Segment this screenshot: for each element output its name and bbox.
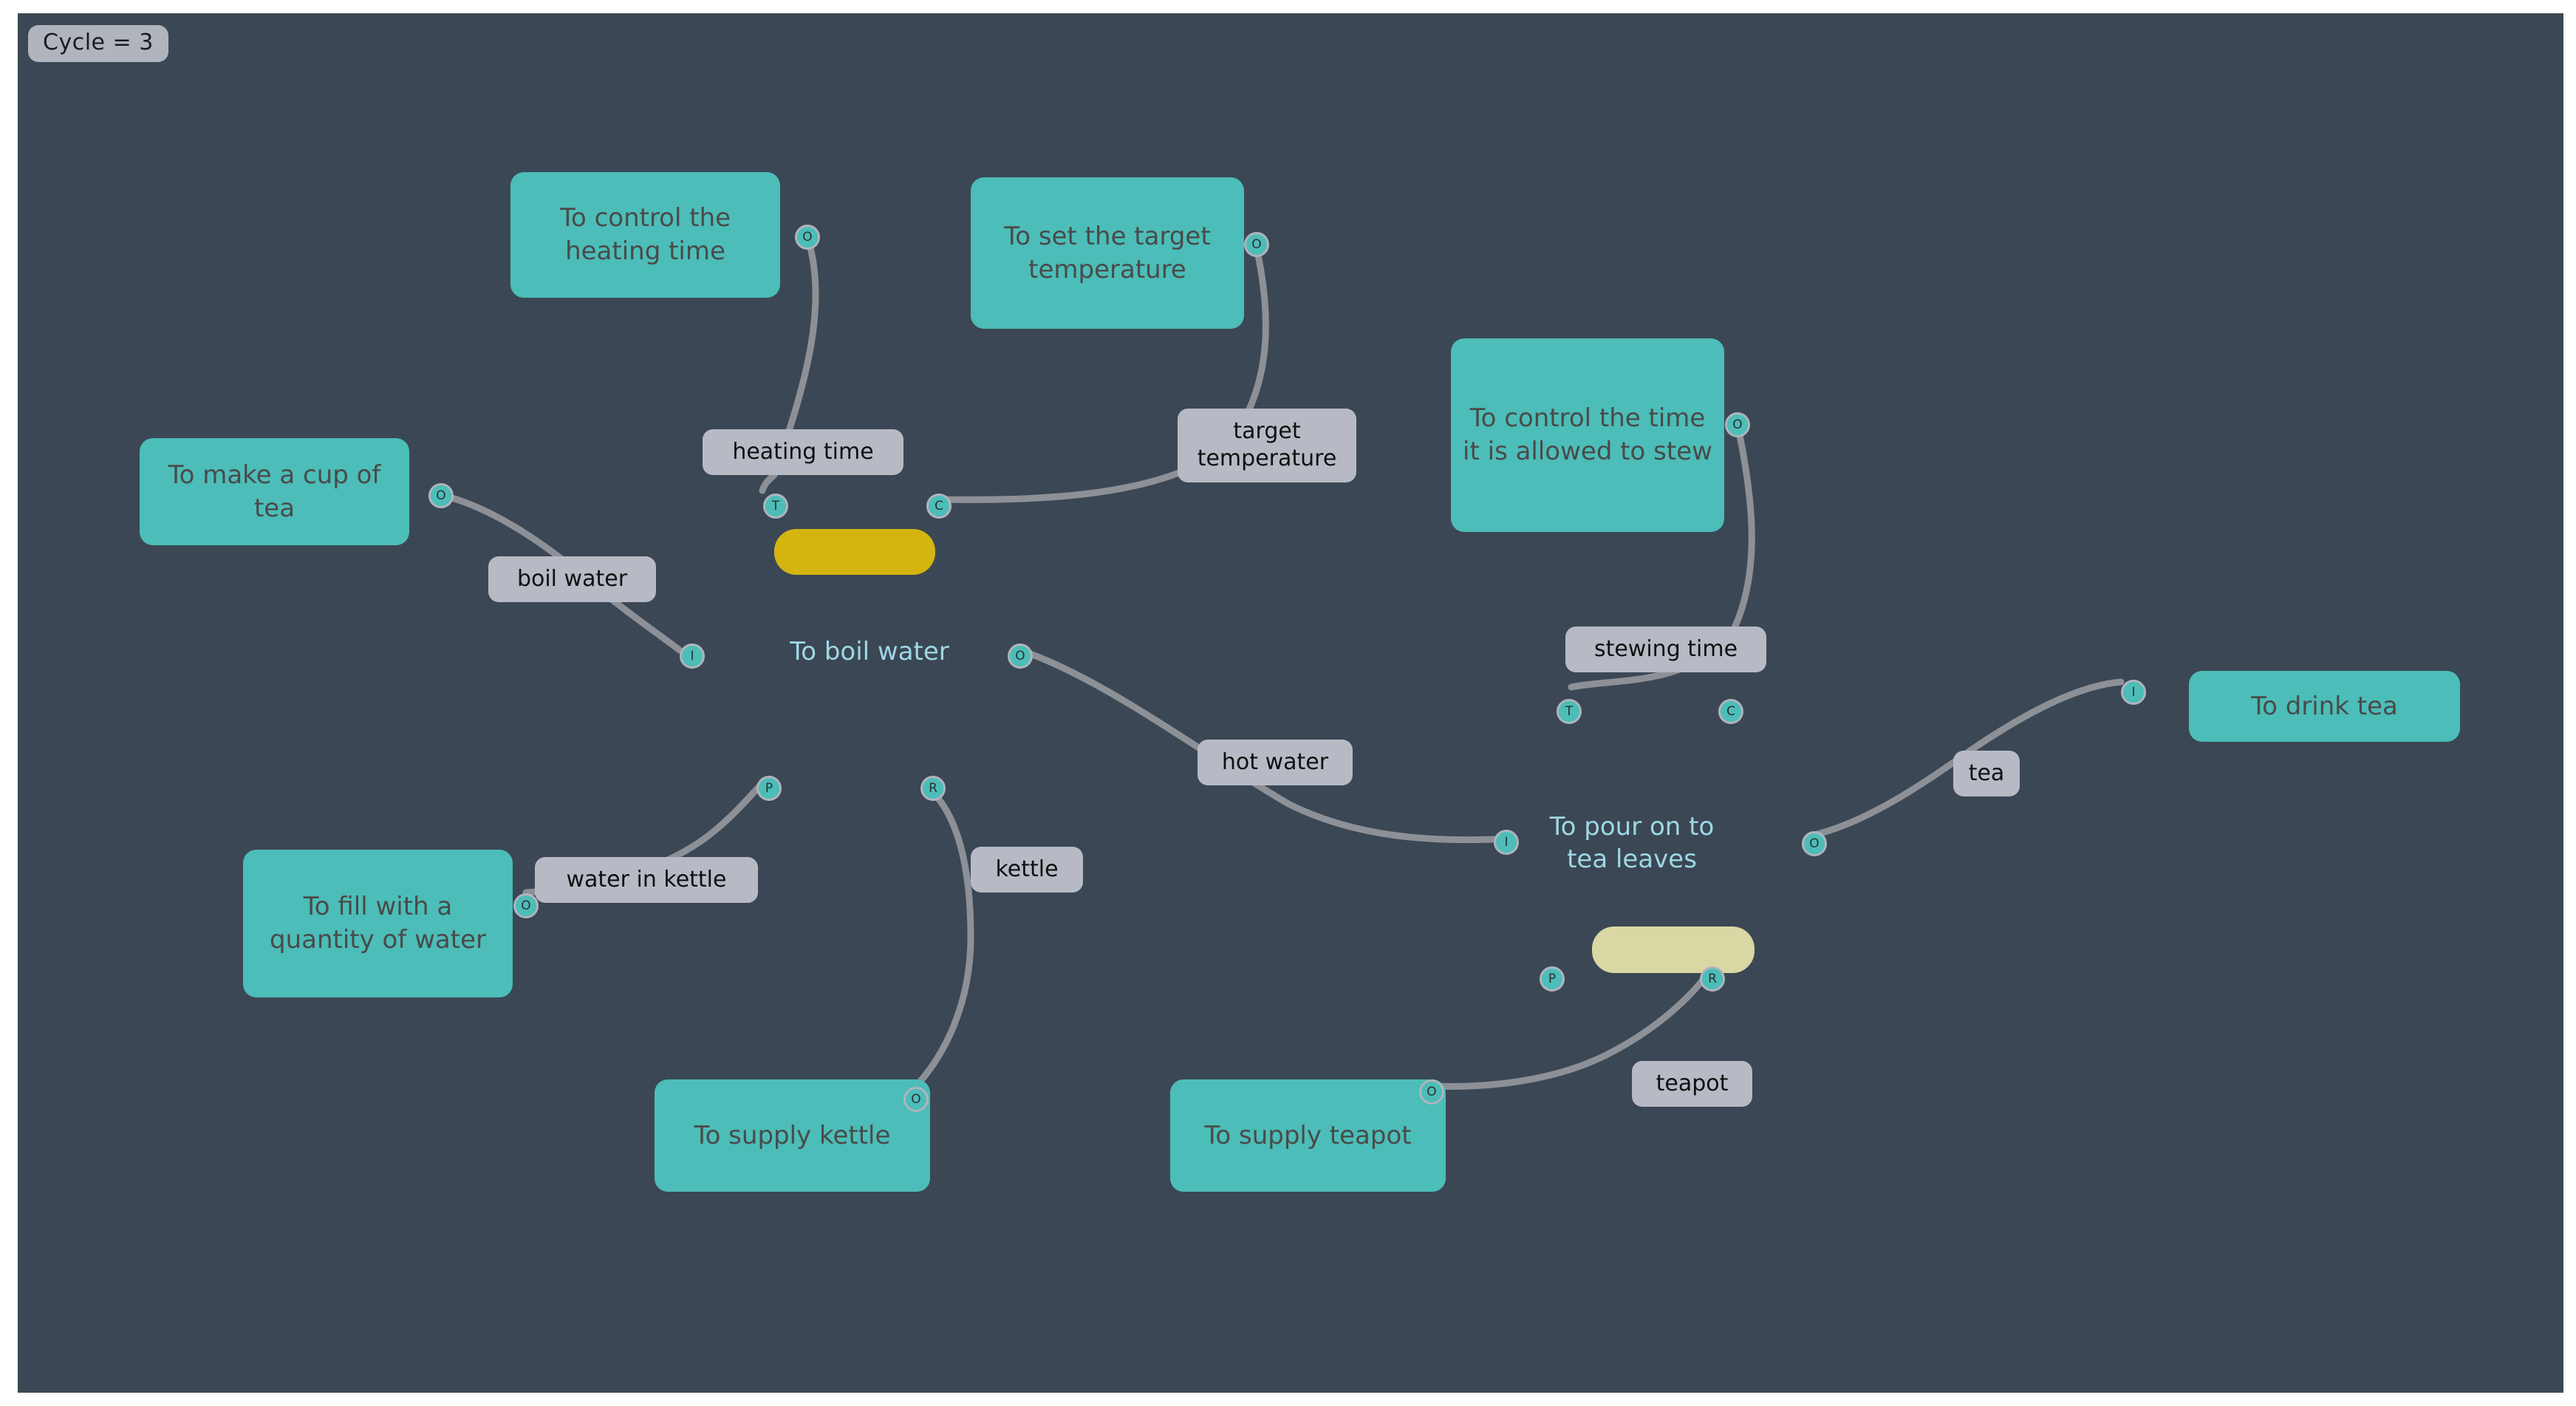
port-p-boil-t[interactable]: T	[763, 494, 788, 519]
port-p-supply-kettle-o[interactable]: O	[903, 1087, 929, 1112]
flow-pill-boil-water[interactable]: boil water	[488, 556, 656, 602]
flow-pill-teapot[interactable]: teapot	[1632, 1061, 1752, 1107]
port-p-boil-i[interactable]: I	[680, 644, 705, 669]
goal-box-set-target-temperature[interactable]: To set the target temperature	[971, 177, 1244, 329]
cycle-status-badge: Cycle = 3	[28, 25, 168, 62]
port-p-kettle-p[interactable]: P	[756, 776, 782, 801]
goal-box-control-stew-time[interactable]: To control the time it is allowed to ste…	[1451, 338, 1724, 532]
flow-pill-tea[interactable]: tea	[1953, 751, 2020, 796]
diagram-canvas[interactable]: Cycle = 3 heating time target temperature…	[18, 13, 2563, 1393]
goal-box-fill-quantity-of-water[interactable]: To fill with a quantity of water	[243, 850, 513, 997]
port-p-hot-o[interactable]: O	[1008, 644, 1033, 669]
flow-pill-hot-water[interactable]: hot water	[1198, 740, 1353, 785]
flow-pill-heating-time[interactable]: heating time	[703, 429, 903, 475]
boil-water-bar-bar[interactable]	[774, 529, 935, 575]
port-p-stew-c[interactable]: C	[1718, 699, 1743, 724]
flow-pill-stewing-time[interactable]: stewing time	[1565, 627, 1766, 672]
goal-box-supply-kettle[interactable]: To supply kettle	[655, 1079, 930, 1192]
port-p-pour-i[interactable]: I	[1494, 830, 1519, 855]
flow-pill-kettle[interactable]: kettle	[971, 847, 1083, 893]
flow-pill-target-temperature[interactable]: target temperature	[1178, 409, 1356, 482]
port-p-kettle-r[interactable]: R	[920, 776, 946, 801]
port-p-drink-i[interactable]: I	[2121, 680, 2146, 705]
port-p-target-o[interactable]: O	[1244, 232, 1269, 257]
goal-box-make-cup-of-tea[interactable]: To make a cup of tea	[140, 438, 409, 545]
caption-boil-water-caption: To boil water	[790, 637, 949, 666]
caption-pour-on-tea-leaves-caption: To pour on to tea leaves	[1549, 812, 1715, 874]
port-p-stew-o[interactable]: O	[1725, 412, 1750, 437]
port-p-boil-c[interactable]: C	[926, 494, 952, 519]
port-p-stew-t[interactable]: T	[1557, 699, 1582, 724]
goal-box-control-heating-time[interactable]: To control the heating time	[510, 172, 780, 298]
flow-pill-water-in-kettle[interactable]: water in kettle	[535, 857, 758, 903]
goal-box-drink-tea[interactable]: To drink tea	[2189, 671, 2460, 742]
pour-tea-bar-bar[interactable]	[1592, 926, 1755, 973]
port-p-pour-r[interactable]: R	[1700, 966, 1725, 992]
connector-edge[interactable]	[912, 784, 974, 1090]
port-p-fill-o[interactable]: O	[513, 893, 539, 918]
port-p-heat-o[interactable]: O	[795, 225, 820, 250]
goal-box-supply-teapot[interactable]: To supply teapot	[1170, 1079, 1446, 1192]
port-p-cup-o[interactable]: O	[428, 483, 454, 508]
port-p-pour-tea-o[interactable]: O	[1802, 831, 1827, 856]
port-p-supply-teapot-o[interactable]: O	[1419, 1079, 1444, 1105]
port-p-pour-p[interactable]: P	[1540, 966, 1565, 992]
